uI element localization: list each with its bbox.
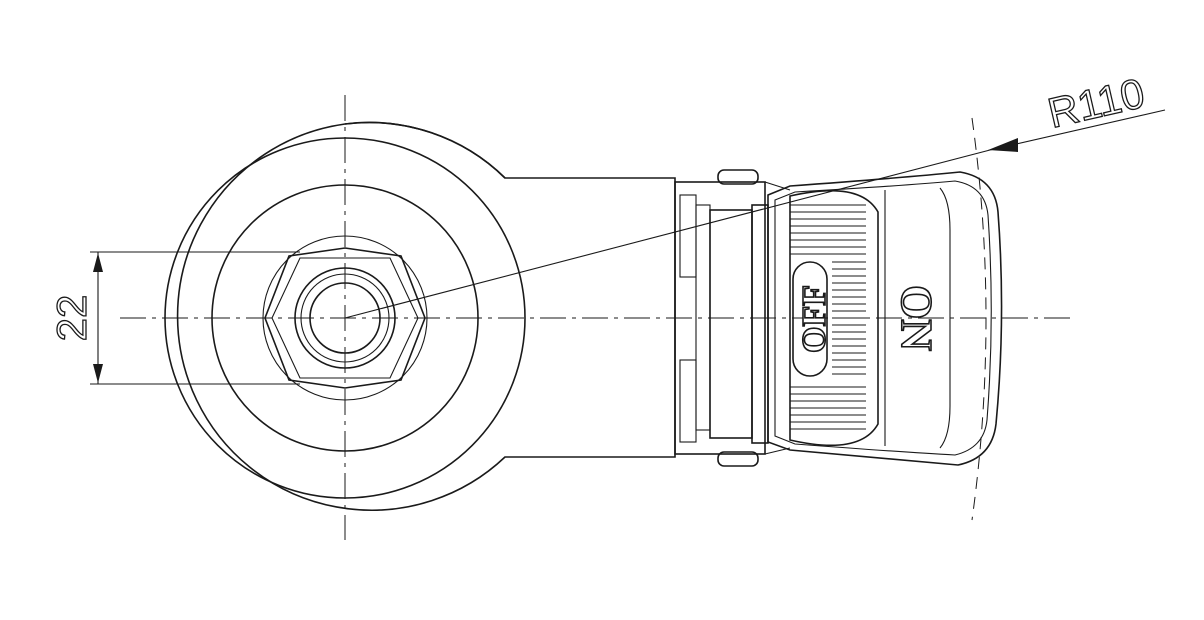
width-dimension-text: 22 (48, 295, 95, 342)
radius-arrowhead (988, 138, 1018, 152)
on-label-text: ON (892, 285, 941, 351)
valve-stem (674, 169, 791, 467)
grip-knurling (790, 204, 866, 430)
lever-handle (767, 171, 1003, 466)
width-arrowhead-bottom (93, 364, 103, 383)
radius-dimension-text: R110 (1043, 69, 1148, 137)
on-label: ON (891, 284, 942, 352)
off-label-text: OFF (796, 285, 833, 353)
width-dimension: 22 (47, 251, 300, 385)
hex-nut (264, 247, 426, 389)
width-arrowhead-top (93, 253, 103, 272)
off-label: OFF (792, 261, 834, 377)
valve-round-body (164, 121, 676, 511)
